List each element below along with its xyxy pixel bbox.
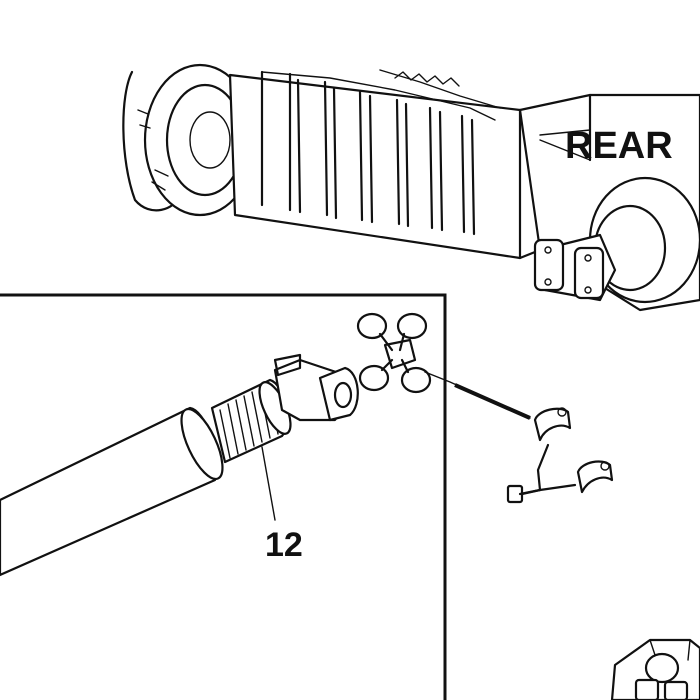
part-number-label: 12	[265, 526, 303, 564]
inset-frame	[0, 293, 447, 700]
driveshaft-tube	[0, 406, 224, 577]
lower-yoke-fragment	[610, 638, 700, 700]
leader-lines	[261, 371, 577, 521]
rear-label: REAR	[565, 125, 673, 167]
rear-axle-assembly	[122, 63, 700, 312]
slip-yoke-boot	[210, 378, 292, 464]
end-yoke	[273, 353, 359, 422]
u-joint-cross	[356, 312, 432, 394]
u-bolt-straps	[506, 407, 614, 504]
